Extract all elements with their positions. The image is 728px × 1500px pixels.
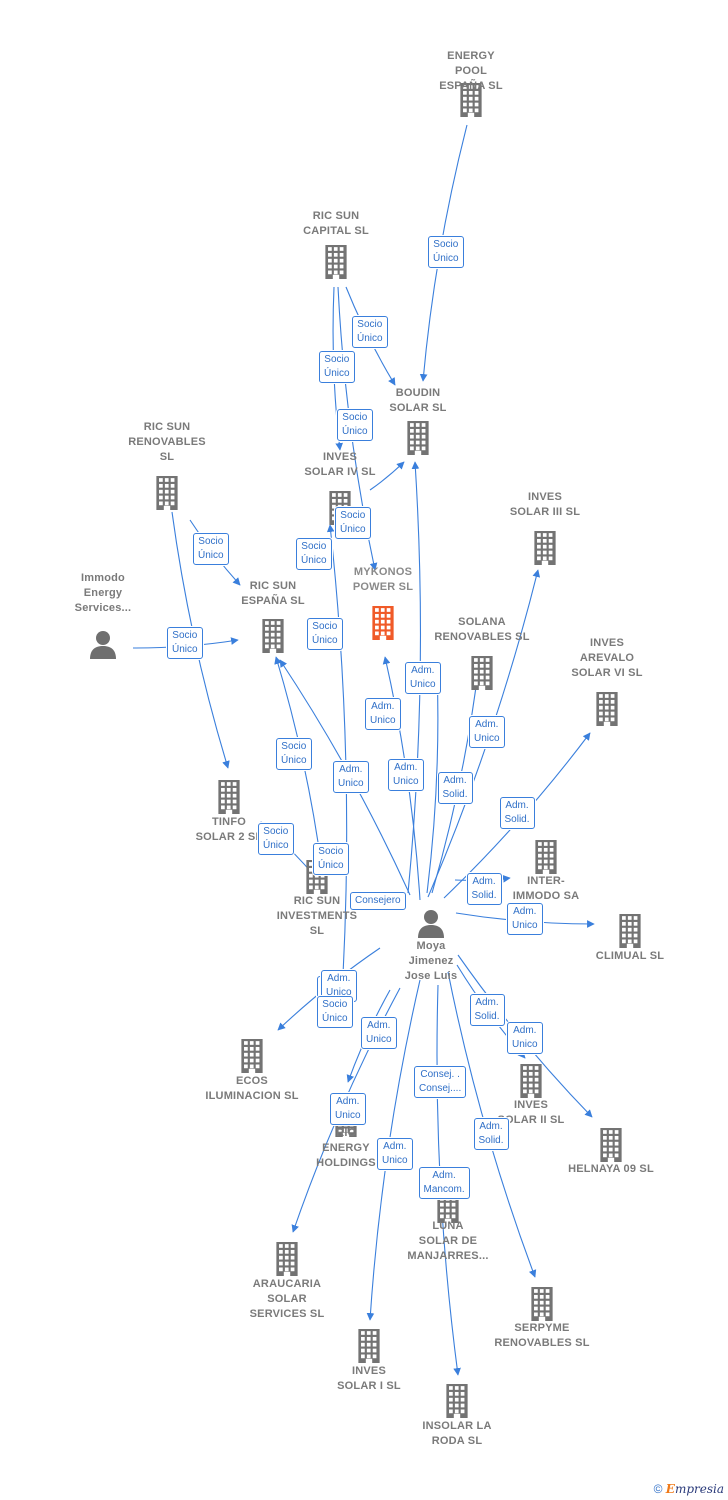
node-label-moya[interactable]: Moya Jimenez Jose Luis <box>404 940 458 982</box>
edge-label-4[interactable]: Socio Único <box>335 507 371 539</box>
edge-label-14[interactable]: Adm. Unico <box>365 698 401 730</box>
node-label-ricenergy[interactable]: RIC ENERGY HOLDINGS <box>316 1127 376 1169</box>
company-building-icon[interactable] <box>154 476 180 515</box>
company-building-icon[interactable] <box>444 1384 470 1423</box>
brand-logo: Empresia <box>665 1482 724 1496</box>
edge-label-26[interactable]: Adm. Unico <box>361 1017 397 1049</box>
focus-company-icon[interactable] <box>370 606 396 645</box>
relationship-edge <box>426 667 442 894</box>
edge-label-30[interactable]: Adm. Mancom. <box>418 1167 470 1199</box>
node-label-insolar[interactable]: INSOLAR LA RODA SL <box>422 1420 492 1447</box>
relationship-edge <box>326 524 348 976</box>
edge-label-3[interactable]: Socio Único <box>337 409 373 441</box>
node-label-mykonos[interactable]: MYKONOS POWER SL <box>352 566 414 593</box>
edge-label-19[interactable]: Adm. Solid. <box>437 772 473 804</box>
company-building-icon[interactable] <box>529 1287 555 1326</box>
company-building-icon[interactable] <box>518 1064 544 1103</box>
node-label-ricsunesp[interactable]: RIC SUN ESPAÑA SL <box>241 580 305 607</box>
node-label-immodo[interactable]: Immodo Energy Services... <box>74 572 132 614</box>
edge-label-13[interactable]: Adm. Unico <box>405 662 441 694</box>
edge-label-0[interactable]: Socio Único <box>428 236 464 268</box>
company-building-icon[interactable] <box>323 245 349 284</box>
edge-label-9[interactable]: Socio Único <box>313 843 349 875</box>
company-building-icon[interactable] <box>260 619 286 658</box>
edge-label-15[interactable]: Adm. Unico <box>333 761 369 793</box>
edge-label-21[interactable]: Adm. Solid. <box>466 873 502 905</box>
edge-label-17[interactable]: Adm. Unico <box>469 716 505 748</box>
edge-label-16[interactable]: Adm. Unico <box>388 759 424 791</box>
edge-label-2[interactable]: Socio Único <box>319 351 355 383</box>
company-building-icon[interactable] <box>458 83 484 122</box>
company-building-icon[interactable] <box>469 656 495 695</box>
edge-label-5[interactable]: Socio Único <box>296 538 332 570</box>
node-label-solana[interactable]: SOLANA RENOVABLES SL <box>434 616 530 643</box>
edge-label-23[interactable]: Adm. Solid. <box>469 994 505 1026</box>
company-building-icon[interactable] <box>532 531 558 570</box>
company-building-icon[interactable] <box>533 840 559 879</box>
edge-label-10[interactable]: Socio Único <box>276 738 312 770</box>
company-building-icon[interactable] <box>594 692 620 731</box>
node-label-ricsunren[interactable]: RIC SUN RENOVABLES SL <box>128 421 206 463</box>
company-building-icon[interactable] <box>405 421 431 460</box>
node-label-energy[interactable]: ENERGY POOL ESPAÑA SL <box>439 50 503 92</box>
person-icon[interactable] <box>88 629 118 664</box>
edge-label-11[interactable]: Socio Único <box>307 618 343 650</box>
node-label-helnaya[interactable]: HELNAYA 09 SL <box>568 1163 654 1175</box>
company-building-icon[interactable] <box>598 1128 624 1167</box>
company-building-icon[interactable] <box>617 914 643 953</box>
edge-label-24[interactable]: Adm. Unico <box>507 1022 543 1054</box>
company-building-icon[interactable] <box>239 1039 265 1078</box>
relationship-edge <box>369 461 405 491</box>
node-label-invesarevalo[interactable]: INVES AREVALO SOLAR VI SL <box>571 637 643 679</box>
edge-label-1[interactable]: Socio Único <box>352 316 388 348</box>
copyright-symbol: © <box>653 1482 663 1496</box>
company-building-icon[interactable] <box>216 780 242 819</box>
node-label-araucaria[interactable]: ARAUCARIA SOLAR SERVICES SL <box>249 1278 325 1320</box>
person-icon[interactable] <box>416 908 446 943</box>
node-label-invesi[interactable]: INVES SOLAR I SL <box>337 1365 401 1392</box>
edge-label-29[interactable]: Adm. Solid. <box>473 1118 509 1150</box>
node-label-invesiii[interactable]: INVES SOLAR III SL <box>509 491 581 518</box>
node-label-inter[interactable]: INTER- IMMODO SA <box>512 875 580 902</box>
company-building-icon[interactable] <box>274 1242 300 1281</box>
edge-label-22[interactable]: Adm. Unico <box>507 903 543 935</box>
company-building-icon[interactable] <box>356 1329 382 1368</box>
node-label-ricsuninv[interactable]: RIC SUN INVESTMENTS SL <box>276 895 358 937</box>
node-label-serpyme[interactable]: SERPYME RENOVABLES SL <box>494 1322 590 1349</box>
edge-label-18[interactable]: Consejero <box>350 892 406 910</box>
node-label-boudin[interactable]: BOUDIN SOLAR SL <box>389 387 447 414</box>
edge-label-32[interactable]: Socio Único <box>317 996 353 1028</box>
edge-label-8[interactable]: Socio Único <box>258 823 294 855</box>
edge-label-7[interactable]: Socio Único <box>167 627 203 659</box>
edge-label-25[interactable]: Adm. Unico <box>330 1093 366 1125</box>
edge-label-20[interactable]: Adm. Solid. <box>499 797 535 829</box>
edge-label-6[interactable]: Socio Único <box>193 533 229 565</box>
edge-label-27[interactable]: Consej. . Consej.... <box>414 1066 467 1098</box>
node-label-ecos[interactable]: ECOS ILUMINACION SL <box>205 1075 299 1102</box>
node-label-invesiv[interactable]: INVES SOLAR IV SL <box>304 451 376 478</box>
edge-label-28[interactable]: Adm. Unico <box>377 1138 413 1170</box>
node-label-ricsuncap[interactable]: RIC SUN CAPITAL SL <box>303 210 369 237</box>
node-label-climual[interactable]: CLIMUAL SL <box>595 950 665 962</box>
node-label-luna[interactable]: LUNA SOLAR DE MANJARRES... <box>407 1220 489 1262</box>
footer-brand: © Empresia <box>654 1482 724 1496</box>
